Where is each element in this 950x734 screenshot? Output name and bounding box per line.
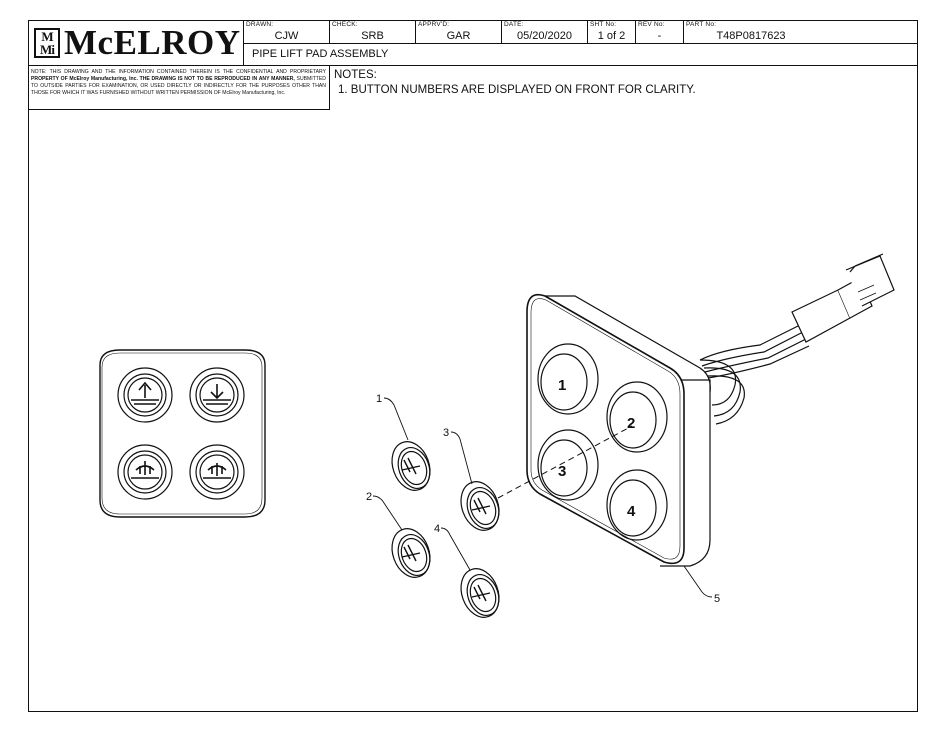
leader-4 <box>440 527 471 571</box>
logo-mark: M Mi <box>34 27 60 58</box>
button-cap-2 <box>391 528 431 578</box>
pipe-lower-icon <box>203 463 231 479</box>
notice-text-bold: PROPERTY OF McElroy Manufacturing, Inc. … <box>31 76 295 82</box>
pad-button-1 <box>537 343 599 415</box>
front-button-pipe-lift <box>117 444 173 500</box>
company-logo: M Mi McELROY <box>28 20 244 66</box>
pipe-lift-icon <box>131 461 159 479</box>
notice-text-2: SUBMITTED TO OUTSIDE PARTIES FOR EXAMINA… <box>31 76 326 96</box>
company-name: McELROY <box>64 23 241 62</box>
explode-line <box>497 425 633 499</box>
callout-1: 1 <box>376 393 382 405</box>
sheet-number-cell: SHT No: 1 of 2 <box>588 20 636 44</box>
callout-5: 5 <box>714 593 720 605</box>
logo-mark-bottom: Mi <box>40 41 55 57</box>
leader-2 <box>372 495 403 531</box>
apprvd-value: GAR <box>446 30 471 42</box>
drawn-label: DRAWN: <box>246 21 274 28</box>
date-label: DATE: <box>504 21 524 28</box>
revision-cell: REV No: - <box>636 20 684 44</box>
sheet-number-label: SHT No: <box>590 21 617 28</box>
button-number-3: 3 <box>558 463 566 480</box>
notice-text-1: NOTE: THIS DRAWING AND THE INFORMATION C… <box>31 69 326 75</box>
part-number-cell: PART No: T48P0817623 <box>684 20 918 44</box>
date-value: 05/20/2020 <box>516 30 573 42</box>
notes-heading: NOTES: <box>334 69 377 81</box>
button-number-1: 1 <box>558 377 566 394</box>
lift-down-icon <box>203 384 231 405</box>
lift-up-icon <box>131 381 159 405</box>
check-value: SRB <box>361 30 384 42</box>
callout-4: 4 <box>434 523 440 535</box>
button-number-4: 4 <box>627 503 636 520</box>
leader-3 <box>450 431 473 485</box>
callout-3: 3 <box>443 427 449 439</box>
button-cap-1 <box>391 441 431 491</box>
revision-value: - <box>657 30 662 42</box>
part-number-value: T48P0817623 <box>716 30 786 42</box>
note-item-1: 1. BUTTON NUMBERS ARE DISPLAYED ON FRONT… <box>338 84 696 96</box>
drawn-cell: DRAWN: CJW <box>244 20 330 44</box>
pad-button-3 <box>537 429 599 501</box>
button-cap-3 <box>460 481 500 531</box>
front-button-lift-up <box>117 367 173 423</box>
apprvd-cell: APPRV'D: GAR <box>416 20 502 44</box>
drawing-title: PIPE LIFT PAD ASSEMBLY <box>244 44 918 66</box>
pad-button-2 <box>606 381 668 453</box>
callout-2: 2 <box>366 491 372 503</box>
drawing-sheet-border <box>28 20 918 712</box>
check-label: CHECK: <box>332 21 358 28</box>
revision-label: REV No: <box>638 21 665 28</box>
wire-harness <box>699 324 810 425</box>
part-number-label: PART No: <box>686 21 717 28</box>
leader-1 <box>383 397 409 441</box>
drawn-value: CJW <box>274 30 299 42</box>
sheet-number-value: 1 of 2 <box>597 30 626 42</box>
logo-mark-top: M <box>41 28 53 44</box>
date-cell: DATE: 05/20/2020 <box>502 20 588 44</box>
button-cap-4 <box>460 568 500 618</box>
wire-harness-connector <box>791 253 895 343</box>
apprvd-label: APPRV'D: <box>418 21 450 28</box>
front-button-lift-down <box>189 367 245 423</box>
pad-button-4 <box>606 469 668 541</box>
confidentiality-notice: NOTE: THIS DRAWING AND THE INFORMATION C… <box>28 66 330 110</box>
button-number-2: 2 <box>627 415 635 432</box>
isometric-pad-assembly <box>526 253 895 567</box>
front-view-pad <box>99 349 266 518</box>
leader-5 <box>683 565 713 598</box>
check-cell: CHECK: SRB <box>330 20 416 44</box>
front-button-pipe-lower <box>189 444 245 500</box>
